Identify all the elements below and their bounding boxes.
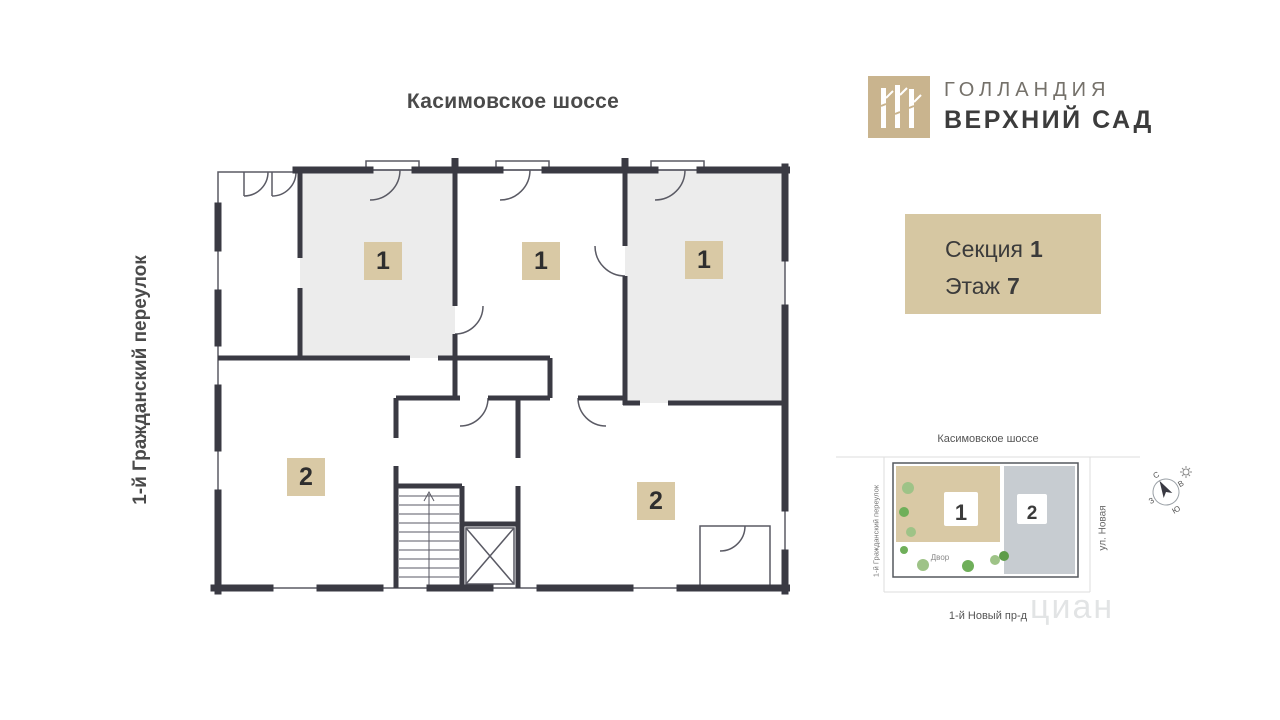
minimap-building-2-label[interactable]: 2 — [1027, 503, 1038, 524]
compass-needle — [1159, 480, 1173, 498]
birch-trees-icon — [868, 76, 930, 138]
minimap-street-bottom: 1-й Новый пр-д — [948, 610, 1028, 622]
courtyard-label: Двор — [931, 553, 950, 562]
watermark: циан — [1030, 588, 1115, 626]
street-label-top: Касимовское шоссе — [406, 90, 620, 113]
minimap-building-2-plate[interactable] — [1017, 494, 1047, 524]
tree-icons — [899, 482, 1009, 572]
compass-e: В — [1176, 479, 1185, 489]
apartment-badge-1c[interactable]: 1 — [685, 241, 723, 279]
section-value: 1 — [1029, 236, 1043, 262]
section-label: Секция — [945, 236, 1023, 262]
elevator-icon — [465, 527, 515, 585]
floor-value: 7 — [1006, 273, 1020, 299]
minimap-street-top: Касимовское шоссе — [937, 433, 1039, 445]
apartment-badge-2a[interactable]: 2 — [287, 458, 325, 496]
stairs-icon — [399, 490, 459, 586]
brand-name: ГОЛЛАНДИЯ ВЕРХНИЙ САД — [944, 79, 1154, 135]
compass-w: З — [1147, 496, 1156, 506]
minimap-building-1-label[interactable]: 1 — [955, 500, 967, 525]
floor-plan: 1 1 1 2 2 — [210, 157, 792, 598]
exterior-walls — [210, 157, 792, 595]
brand-name-line2: ВЕРХНИЙ САД — [944, 106, 1154, 134]
minimap-building-1-plate[interactable] — [944, 492, 978, 526]
apartment-badge-1b[interactable]: 1 — [522, 242, 560, 280]
floor-plan-drawing — [210, 157, 792, 595]
minimap-roads — [836, 456, 1140, 593]
minimap-street-right: ул. Новая — [1097, 504, 1109, 551]
apartment-1-right-fill — [625, 170, 785, 403]
interior-walls — [218, 170, 787, 588]
compass-s: Ю — [1170, 504, 1182, 516]
compass-icon: С В Ю З — [1147, 466, 1192, 516]
compass-n: С — [1151, 470, 1161, 481]
apartment-badge-2b[interactable]: 2 — [637, 482, 675, 520]
street-label-left: 1-й Гражданский переулок — [130, 255, 151, 505]
brand-block: ГОЛЛАНДИЯ ВЕРХНИЙ САД — [868, 76, 1154, 138]
sun-icon — [1180, 466, 1192, 478]
site-minimap: Двор 1 2 Касимовское шоссе 1-й Новый пр-… — [828, 430, 1148, 625]
floor-label: Этаж — [945, 273, 1000, 299]
brand-name-line1: ГОЛЛАНДИЯ — [944, 79, 1111, 101]
minimap-street-left: 1-й Гражданский переулок — [871, 485, 881, 578]
apartment-badge-1a[interactable]: 1 — [364, 242, 402, 280]
site-minimap-drawing: Двор 1 2 — [836, 456, 1140, 593]
windows-and-doors — [217, 160, 786, 589]
